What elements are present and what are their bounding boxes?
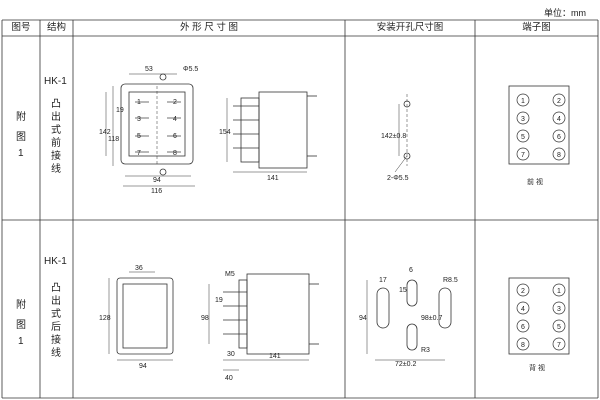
dim-98-tolerance: 98±0.7 [421,315,442,322]
dim-142-tolerance: 142±0.8 [381,133,406,140]
table-header: 图号 结构 外 形 尺 寸 图 安装开孔尺寸图 端子图 [2,20,598,36]
dim-19: 19 [116,107,124,114]
view-label: 前 视 [527,177,543,186]
terminal-label: 5 [557,324,561,331]
terminal-label: 1 [557,288,561,295]
dim-94: 94 [359,315,367,322]
dim-118: 118 [108,136,119,143]
terminal-label: 8 [557,152,561,159]
pin-label: 8 [173,150,177,157]
outline-drawing-front: 53 Φ5.5 142 118 19 1 2 3 4 5 6 7 8 94 11… [99,66,317,195]
dim-40: 40 [225,375,233,382]
mounting-drawing-front: 142±0.8 2-Φ5.5 [381,94,411,182]
header-mounting: 安装开孔尺寸图 [376,22,444,33]
pin-label: 1 [137,99,141,106]
fig-no-char: 1 [18,148,24,159]
dim-128: 128 [99,315,111,322]
terminal-label: 2 [557,98,561,105]
dim-r3: R3 [421,347,430,354]
dim-98: 98 [201,315,209,322]
dim-94: 94 [139,363,147,370]
fig-no-char: 图 [16,320,26,331]
structure-text: 凸出式前接线 [51,99,61,175]
dim-15: 15 [399,287,407,294]
pin-label: 7 [137,150,141,157]
terminal-label: 1 [521,98,525,105]
dim-m5: M5 [225,271,235,278]
header-fig-no: 图号 [11,22,31,33]
dim-142: 142 [99,129,111,136]
terminal-label: 3 [521,116,525,123]
outline-drawing-rear: 36 128 94 M5 98 19 30 141 40 [99,265,319,382]
dim-116: 116 [151,188,162,195]
pin-label: 4 [173,116,177,123]
fig-no-char: 1 [18,336,24,347]
model-name: HK-1 [44,76,67,87]
header-structure: 结构 [46,22,66,33]
terminal-diagram-front: 1 2 3 4 5 6 7 8 前 视 [508,85,570,186]
fig-no-char: 图 [16,132,26,143]
terminal-label: 7 [521,152,525,159]
terminal-label: 5 [521,134,525,141]
dim-r85: R8.5 [443,277,458,284]
dim-6: 6 [409,267,413,274]
dim-36: 36 [135,265,143,272]
structure-text: 凸出式后接线 [51,283,61,359]
terminal-label: 6 [557,134,561,141]
fig-no-char: 附 [16,112,26,123]
terminal-label: 3 [557,306,561,313]
dim-17: 17 [379,277,387,284]
pin-label: 3 [137,116,141,123]
mounting-drawing-rear: 17 6 R8.5 15 94 98±0.7 R3 72±0.2 [359,267,458,368]
pin-label: 6 [173,133,177,140]
dim-72-tolerance: 72±0.2 [395,361,416,368]
terminal-diagram-rear: 2 1 4 3 6 5 8 7 背 视 [508,277,570,372]
model-name: HK-1 [44,256,67,267]
terminal-label: 2 [521,288,525,295]
view-label: 背 视 [529,363,545,372]
header-outline: 外 形 尺 寸 图 [179,22,239,33]
dim-53: 53 [145,66,153,73]
dim-19: 19 [215,297,223,304]
pin-label: 2 [173,99,177,106]
terminal-label: 8 [521,342,525,349]
pin-label: 5 [137,133,141,140]
fig-no-char: 附 [16,300,26,311]
dim-30: 30 [227,351,235,358]
dim-phi55: Φ5.5 [183,66,198,73]
terminal-label: 4 [521,306,525,313]
dim-141: 141 [267,175,279,182]
header-terminal: 端子图 [522,22,551,33]
terminal-label: 6 [521,324,525,331]
dim-141: 141 [269,353,281,360]
dim-94: 94 [153,177,161,184]
dim-154: 154 [219,129,231,136]
dim-hole: 2-Φ5.5 [387,175,409,182]
unit-label: 单位：mm [544,8,586,18]
terminal-label: 4 [557,116,561,123]
terminal-label: 7 [557,342,561,349]
